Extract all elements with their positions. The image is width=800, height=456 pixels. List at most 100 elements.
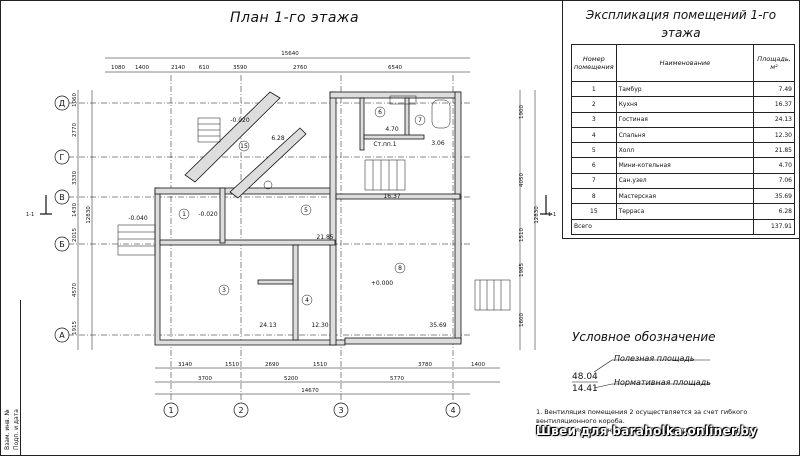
room-4-area: 12.30 — [311, 322, 328, 329]
dim-left-7: 1915 — [72, 321, 78, 335]
cell-area: 4.70 — [753, 157, 795, 174]
cell-area: 6.28 — [753, 203, 795, 220]
legend-norm-value: 14.41 — [572, 384, 598, 394]
axis-bubble-row-v — [54, 189, 70, 205]
dim-bot2-1: 3700 — [198, 376, 212, 382]
room-2-area: 16.37 — [383, 193, 400, 200]
watermark: Швеи для baraholka.onliner.by — [536, 424, 758, 438]
legend-norm-label: Нормативная площадь — [614, 378, 711, 387]
cell-n: 3 — [571, 111, 617, 128]
dim-right-total: 12830 — [534, 206, 540, 224]
cell-area: 7.49 — [753, 80, 795, 98]
axis-label-col-3: 3 — [338, 406, 343, 415]
explication-table: Номер помещения Наименование Площадь, м²… — [571, 44, 795, 235]
room-1-number: 1 — [182, 211, 186, 218]
stair-area: 3.06 — [431, 140, 445, 147]
room-15-number: 15 — [240, 143, 248, 150]
cell-n: 1 — [571, 80, 617, 98]
cell-name: Тамбур — [615, 80, 755, 98]
side-stamp-b: Подп. и дата — [13, 409, 20, 450]
room-5-area: 21.85 — [316, 234, 333, 241]
dim-right-4: 1985 — [519, 263, 525, 277]
cell-area: 12.30 — [753, 126, 795, 144]
dim-top-4: 610 — [199, 65, 210, 71]
axis-label-col-4: 4 — [450, 406, 455, 415]
dim-top-6: 2760 — [293, 65, 307, 71]
dim-bot1-2: 1510 — [225, 362, 239, 368]
dim-top-total: 15640 — [281, 51, 299, 57]
dim-left-2: 2770 — [72, 123, 78, 137]
cell-name: Холл — [615, 142, 755, 159]
cell-area: 35.69 — [753, 188, 795, 205]
cell-n: 5 — [571, 142, 617, 159]
dim-left-total: 12830 — [86, 206, 92, 224]
dim-right-3: 1510 — [519, 228, 525, 242]
dim-right-2: 4050 — [519, 173, 525, 187]
note-line-3: 2. Дымоудаление мини-котельной осуществл… — [536, 426, 740, 434]
cell-area: 24.13 — [753, 111, 795, 128]
cell-name: Мини-котельная — [615, 157, 755, 174]
entry-level: -0.040 — [128, 215, 148, 222]
room-15-level: -0.020 — [230, 117, 250, 124]
note-line-2: вентиляционного короба. — [536, 417, 625, 425]
dim-top-1: 1080 — [111, 65, 125, 71]
room-3-number: 3 — [222, 287, 226, 294]
dim-bottom-total: 14670 — [301, 388, 319, 394]
axis-label-col-1: 1 — [168, 406, 173, 415]
header-number: Номер помещения — [571, 44, 617, 82]
cell-area: 7.06 — [753, 172, 795, 190]
dim-top-2: 1400 — [135, 65, 149, 71]
axis-label-col-2: 2 — [238, 406, 243, 415]
axis-label-row-v: В — [59, 193, 65, 202]
floor-plan-drawing: Д Г В Б А 1 2 3 4 15640 1080 1400 2140 6… — [26, 51, 556, 418]
cell-area: 16.37 — [753, 96, 795, 113]
axis-bubble-row-d — [54, 95, 70, 111]
dim-left-6: 4570 — [72, 283, 78, 297]
header-area: Площадь, м² — [753, 44, 795, 82]
cell-name: Спальня — [615, 126, 755, 144]
dim-bot1-6: 1400 — [471, 362, 485, 368]
dim-bot1-3: 2690 — [265, 362, 279, 368]
explication-panel: Экспликация помещений 1-го этажа Номер п… — [562, 0, 799, 239]
cell-name: Мастерская — [615, 188, 755, 205]
axis-bubble-col-3 — [333, 402, 349, 418]
dim-left-5: 2015 — [72, 228, 78, 242]
dim-left-4: 1430 — [72, 203, 78, 217]
room-7-number: 7 — [418, 117, 422, 124]
room-1-level: -0.020 — [198, 211, 218, 218]
axis-bubble-row-a — [54, 327, 70, 343]
dim-top-5: 3590 — [233, 65, 247, 71]
dim-left-1: 1060 — [72, 93, 78, 107]
cell-n: 6 — [571, 157, 617, 174]
explication-title: Экспликация помещений 1-го этажа — [585, 8, 777, 40]
cell-n: 15 — [571, 203, 617, 220]
side-stamp: Взам. инв. № Подп. и дата — [0, 300, 21, 456]
axis-bubble-row-b — [54, 236, 70, 252]
total-value: 137.91 — [753, 218, 795, 235]
legend-title: Условное обозначение — [572, 330, 716, 344]
room-8-level: +0.000 — [371, 280, 393, 287]
dim-right-5: 1600 — [519, 313, 525, 327]
dim-right-1: 1900 — [519, 105, 525, 119]
walls — [154, 91, 462, 346]
dim-bot1-5: 3780 — [418, 362, 432, 368]
room-4-number: 4 — [305, 297, 309, 304]
room-15-area: 6.28 — [271, 135, 285, 142]
axis-bubble-row-g — [54, 149, 70, 165]
header-name: Наименование — [615, 44, 755, 82]
note-line-1: 1. Вентиляция помещения 2 осуществляется… — [536, 408, 748, 416]
stair-label: Ст.пп.1 — [373, 141, 396, 148]
room-6-number: 6 — [378, 109, 382, 116]
plan-title: План 1-го этажа — [230, 10, 360, 26]
total-label: Всего — [571, 218, 754, 235]
cell-name: Кухня — [615, 96, 755, 113]
cell-area: 21.85 — [753, 142, 795, 159]
dim-top-7: 6540 — [388, 65, 402, 71]
